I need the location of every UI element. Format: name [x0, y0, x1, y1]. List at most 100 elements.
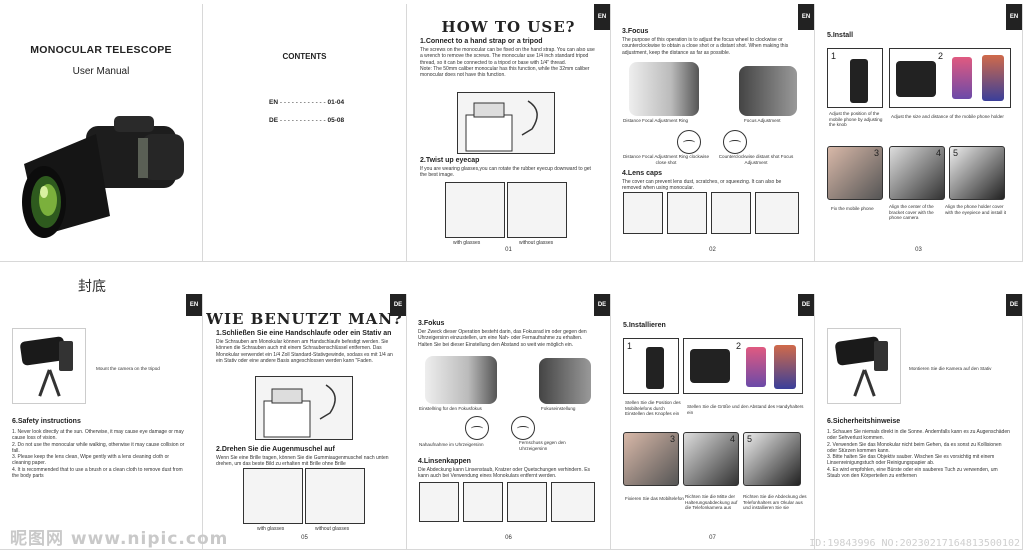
install-step-2: 2: [889, 48, 1011, 108]
caption: with glasses: [453, 240, 481, 246]
label: Distance Focal Adjustment Ring: [623, 118, 689, 123]
section-title: 3.Fokus: [418, 320, 445, 327]
tripod-image: [827, 328, 901, 404]
caption: Align the phone holder cover with the ey…: [945, 204, 1007, 215]
install-step-3: 3: [827, 146, 883, 200]
lens-cap-illustration-2: [463, 482, 503, 522]
section-title: 1.Schließen Sie eine Handschlaufe oder e…: [216, 330, 392, 337]
install-step-5: 5: [743, 432, 801, 486]
label: Nahaufnahme im Uhrzeigersinn: [419, 442, 484, 447]
lens-cap-illustration-4: [755, 192, 799, 234]
page-03: EN 5.Install 1 2 Adjust the position of …: [815, 4, 1023, 262]
list-item: 4. Es wird empfohlen, eine Bürste oder e…: [827, 466, 998, 480]
rotate-clockwise-icon: [465, 416, 489, 440]
step-number: 2: [736, 341, 742, 351]
step-number: 4: [729, 434, 735, 444]
step-number: 5: [747, 434, 753, 444]
step-number: 4: [935, 148, 941, 158]
section-note: Note: The 50mm caliber monocular has thi…: [420, 65, 590, 79]
section-title: 6.Safety instructions: [12, 418, 81, 425]
page-number: 07: [709, 535, 716, 541]
page-title: HOW TO USE?: [441, 18, 576, 36]
lens-cap-illustration-1: [419, 482, 459, 522]
install-step-4: 4: [889, 146, 945, 200]
caption: Mount the camera on the tripod: [96, 366, 160, 371]
label: Fernschuss gegen den Uhrzeigersinn: [519, 440, 566, 451]
page-number: 06: [505, 535, 512, 541]
page-number: 02: [709, 247, 716, 253]
back-cover-label: 封底: [78, 279, 106, 295]
label: Focus Adjustment: [744, 118, 781, 123]
page-08: DE Montieren Sie die Kamera auf den Stat…: [815, 294, 1023, 550]
page-number: 01: [505, 247, 512, 253]
language-tag: DE: [390, 294, 406, 316]
caption: Montieren Sie die Kamera auf den Stativ: [909, 366, 992, 371]
language-tag: EN: [798, 4, 814, 30]
rotate-clockwise-icon: [677, 130, 701, 154]
section-title: 3.Focus: [622, 28, 649, 35]
section-text: The screws on the monocular can be fixed…: [420, 47, 595, 66]
list-item: 1. Never look directly at the sun. Other…: [12, 429, 184, 442]
install-step-3: 3: [623, 432, 679, 486]
cover-subtitle: User Manual: [72, 66, 130, 77]
focus-illustration-ring: [425, 356, 497, 404]
lens-cap-illustration-3: [711, 192, 751, 234]
contents-dots: - - - - - - - - - - - -: [279, 99, 326, 106]
eyecap-illustration-a: [243, 468, 303, 524]
strap-illustration: [255, 376, 353, 440]
step-number: 3: [669, 434, 675, 444]
contents-heading: CONTENTS: [282, 52, 327, 61]
step-number: 3: [873, 148, 879, 158]
section-text: Die Schrauben am Monokular können am Han…: [216, 339, 393, 364]
monocular-image: [22, 116, 184, 238]
cover-title: MONOCULAR TELESCOPE: [30, 44, 172, 56]
caption: Adjust the size and distance of the mobi…: [891, 114, 1004, 119]
lens-cap-illustration-1: [623, 192, 663, 234]
section-title: 2.Drehen Sie die Augenmuschel auf: [216, 446, 335, 453]
focus-illustration-wheel: [539, 358, 591, 404]
section-title: 1.Connect to a hand strap or a tripod: [420, 38, 543, 45]
install-step-1: 1: [623, 338, 679, 394]
focus-illustration-ring: [629, 62, 699, 116]
page-title: WIE BENUTZT MAN?: [206, 310, 403, 328]
eyecap-illustration-b: [507, 182, 567, 238]
install-step-2: 2: [683, 338, 803, 394]
page-07: DE 5.Installieren 1 2 Stellen Sie die Po…: [611, 294, 815, 550]
strap-illustration: [457, 92, 555, 154]
list-item: 1. Schauen Sie niemals direkt in die Son…: [827, 429, 1010, 442]
label: Einstellring für den Fokusfokus: [419, 406, 482, 411]
page-number: 05: [301, 535, 308, 541]
contents-lang: DE: [269, 117, 279, 124]
label: Fokuseinstellung: [541, 406, 576, 411]
page-02: EN 3.Focus The purpose of this operation…: [611, 4, 815, 262]
section-title: 6.Sicherheitshinweise: [827, 418, 901, 425]
rotate-counterclockwise-icon: [723, 130, 747, 154]
caption: Richten Sie die Abdeckung des Telefonhal…: [743, 494, 807, 511]
page-04: EN Mount the camera on the tripod 6.Safe…: [0, 294, 203, 550]
language-tag: DE: [1006, 294, 1022, 316]
caption: Stellen Sie die Position des Mobiltelefo…: [625, 400, 681, 417]
list-item: 4. It is recommended that to use a brush…: [12, 466, 183, 480]
language-tag: DE: [594, 294, 610, 316]
lens-cap-illustration-4: [551, 482, 595, 522]
install-step-5: 5: [949, 146, 1005, 200]
section-title: 4.Linsenkappen: [418, 458, 471, 465]
watermark-left: 昵图网 www.nipic.com: [10, 529, 229, 549]
watermark-id: ID:19843996 NO:20230217164813500102: [809, 538, 1020, 549]
contents-row: DE - - - - - - - - - - - - 05-08: [269, 117, 344, 124]
section-title: 5.Install: [827, 32, 854, 39]
contents-lang: EN: [269, 99, 279, 106]
install-step-1: 1: [827, 48, 883, 108]
eyecap-illustration-b: [305, 468, 365, 524]
language-tag: DE: [798, 294, 814, 316]
label: Distance Focal Adjustment Ring clockwise…: [622, 154, 710, 165]
section-text: Der Zweck dieser Operation besteht darin…: [418, 329, 587, 348]
page-01: EN HOW TO USE? 1.Connect to a hand strap…: [407, 4, 611, 262]
step-number: 2: [938, 51, 944, 61]
tripod-image: [12, 328, 86, 404]
contents-panel: CONTENTS EN - - - - - - - - - - - - 01-0…: [203, 4, 407, 262]
list-item: 2. Do not use the monocular while walkin…: [12, 441, 185, 454]
caption: without glasses: [519, 240, 554, 246]
section-text: If you are wearing glasses,you can rotat…: [420, 166, 591, 179]
